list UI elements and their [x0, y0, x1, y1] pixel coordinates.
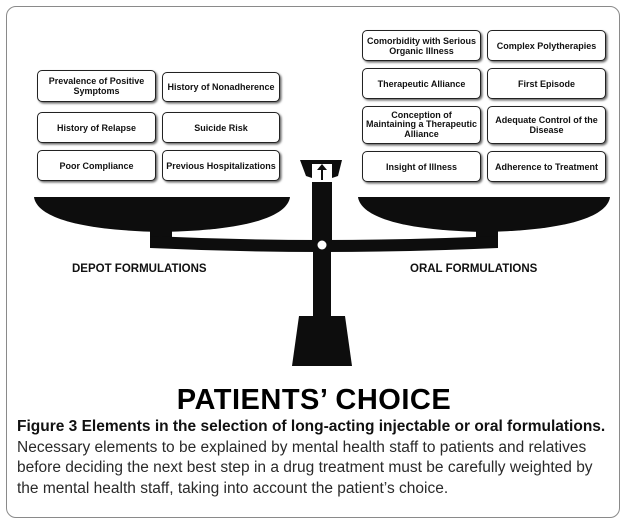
right-pan-support [476, 230, 498, 238]
figure-caption: Figure 3 Elements in the selection of lo… [17, 417, 615, 499]
depot-factor-box: History of Relapse [37, 112, 156, 143]
oral-factor-box: Insight of Illness [362, 151, 481, 182]
oral-factor-box: Conception of Maintaining a Therapeutic … [362, 106, 481, 144]
scale-base [292, 316, 352, 366]
oral-factor-box: Adequate Control of the Disease [487, 106, 606, 144]
oral-formulations-label: ORAL FORMULATIONS [410, 263, 538, 275]
oral-factor-box: First Episode [487, 68, 606, 99]
depot-factor-box: Prevalence of Positive Symptoms [37, 70, 156, 102]
scale-column [313, 250, 331, 316]
left-pan [34, 197, 290, 232]
right-pan [358, 197, 610, 232]
left-pan-support [150, 230, 172, 238]
depot-formulations-label: DEPOT FORMULATIONS [72, 263, 207, 275]
oral-factor-box: Complex Polytherapies [487, 30, 606, 61]
oral-factor-box: Comorbidity with Serious Organic Illness [362, 30, 481, 61]
scale-column-top [300, 160, 342, 250]
caption-text: Necessary elements to be explained by me… [17, 438, 593, 497]
oral-factor-box: Adherence to Treatment [487, 151, 606, 182]
patients-choice-label: PATIENTS’ CHOICE [176, 384, 452, 416]
caption-title: Figure 3 Elements in the selection of lo… [17, 418, 606, 435]
up-arrow-icon [312, 164, 332, 182]
oral-factor-box: Therapeutic Alliance [362, 68, 481, 99]
pivot-dot [317, 240, 327, 250]
depot-factor-box: Poor Compliance [37, 150, 156, 181]
depot-factor-box: Previous Hospitalizations [162, 150, 280, 181]
depot-factor-box: History of Nonadherence [162, 72, 280, 102]
depot-factor-box: Suicide Risk [162, 112, 280, 143]
